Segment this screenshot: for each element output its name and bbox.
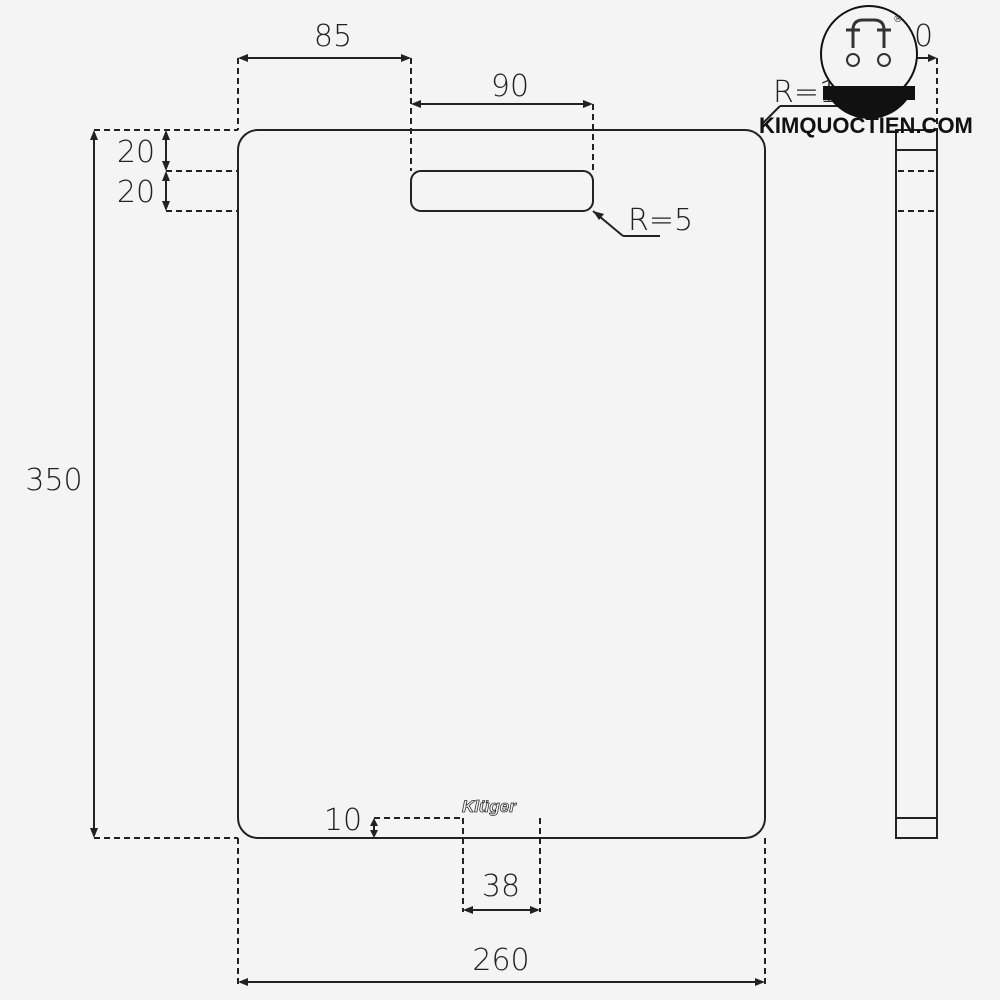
dim-label-90: 90 [491,69,529,104]
dim-label-38: 38 [482,869,520,904]
dim-handle-width: 90 [411,69,594,171]
side-view: 20 R=10 [761,19,938,839]
dim-label-350: 350 [25,463,82,498]
dim-logo-width: 38 [462,818,541,914]
dim-handle-radius: R=5 [592,203,693,238]
dim-top-gaps: 20 20 [117,130,238,212]
dim-width: 260 [237,838,766,986]
watermark-band [823,86,915,100]
dim-handle-offset: 85 [237,19,412,171]
dim-label-20b: 20 [117,175,155,210]
registered-mark: ® [893,14,903,25]
watermark-logo: ® KIMQUOCTIEN.COM [759,5,973,138]
dim-label-85: 85 [314,19,352,54]
dim-height: 350 [25,129,238,839]
dim-label-10: 10 [324,803,362,838]
dim-label-20a: 20 [117,135,155,170]
dim-label-260: 260 [472,943,529,978]
flower-icon [846,53,891,67]
watermark-site: KIMQUOCTIEN.COM [759,113,973,138]
faucet-icon [846,18,891,48]
brand-mark: Klüger [462,797,517,816]
handle-slot [410,170,594,212]
board-outline [237,129,766,839]
dim-logo-offset: 10 [324,803,463,838]
dim-label-r5: R=5 [628,203,693,238]
